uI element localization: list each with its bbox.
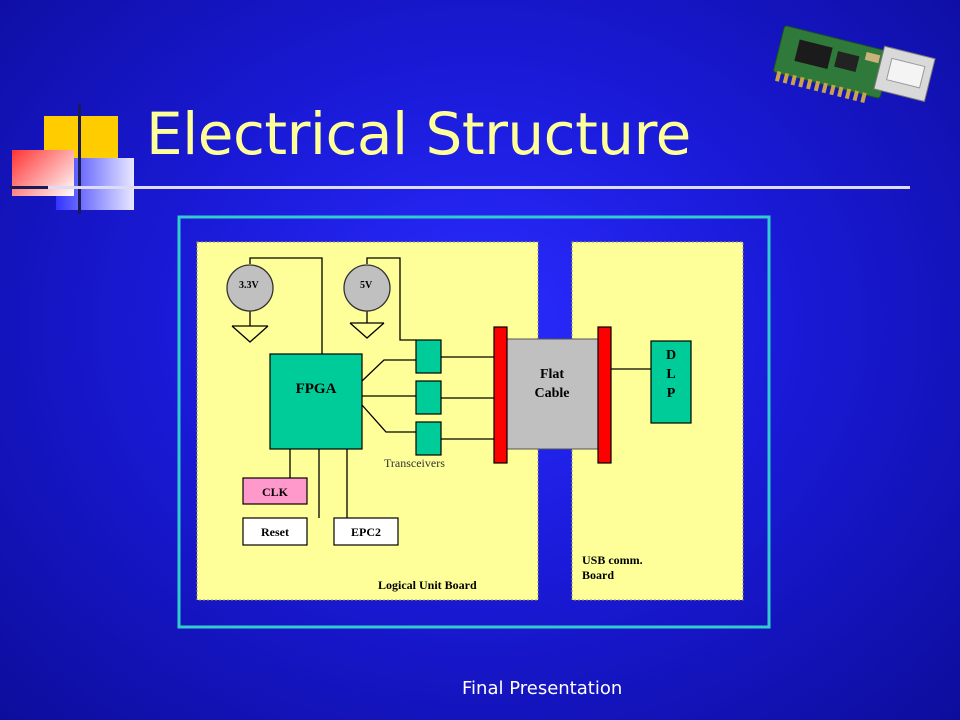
fpga-chip	[269, 353, 363, 450]
title-underline	[48, 186, 910, 189]
supply-3v3-label: 3.3V	[239, 280, 260, 291]
flat-cable-label-line1: Flat	[540, 367, 564, 382]
supply-5v	[343, 264, 391, 312]
transceivers-label: Transceivers	[384, 456, 445, 470]
supply-3v3	[226, 264, 274, 312]
usb-board-label-line1: USB comm.	[582, 553, 643, 567]
transceiver-3	[415, 421, 442, 456]
usb-board-label-line2: Board	[582, 568, 614, 582]
clk-block	[242, 477, 308, 505]
clk-label: CLK	[262, 485, 289, 499]
slide-title: Electrical Structure	[146, 100, 691, 168]
transceiver-2	[415, 380, 442, 415]
reset-label: Reset	[261, 525, 289, 539]
logical-board-label: Logical Unit Board	[378, 578, 477, 592]
connector-left	[493, 326, 508, 464]
dlp-letter-p: P	[667, 386, 676, 401]
supply-5v-label: 5V	[360, 280, 373, 291]
diagram-frame	[177, 215, 771, 629]
footer-text: Final Presentation	[462, 678, 623, 699]
usb-module-photo	[773, 25, 936, 103]
dlp-chip	[650, 340, 692, 424]
epc2-label: EPC2	[351, 525, 381, 539]
fpga-label: FPGA	[296, 381, 337, 397]
dlp-letter-l: L	[666, 367, 675, 382]
transceiver-1	[415, 339, 442, 374]
reset-block	[242, 517, 308, 546]
dlp-letter-d: D	[666, 348, 676, 363]
flat-cable-label-line2: Cable	[535, 386, 570, 401]
epc2-block	[333, 517, 399, 546]
decor-vertical-line	[78, 104, 81, 214]
connector-right	[597, 326, 612, 464]
